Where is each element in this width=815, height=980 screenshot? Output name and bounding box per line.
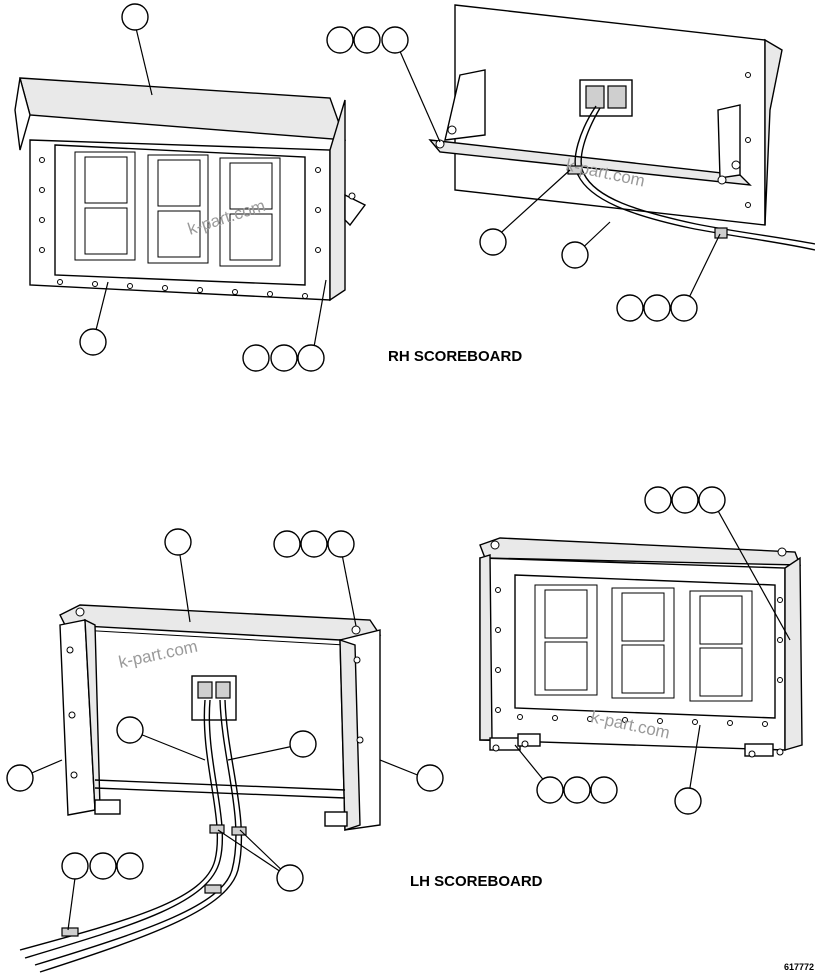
rh-scoreboard-title: RH SCOREBOARD (388, 348, 522, 365)
watermark-3: k-part.com (117, 637, 199, 672)
figure-reference: 617772 (784, 962, 814, 972)
lh-digits (534, 584, 753, 702)
lh-rivets (490, 540, 787, 727)
lh-scoreboard-rear (6, 528, 444, 973)
rh-scoreboard-rear (326, 4, 815, 322)
rh-scoreboard-front (14, 3, 367, 372)
rh-digits (74, 151, 281, 267)
lh-scoreboard-front (479, 486, 803, 815)
lh-scoreboard-title: LH SCOREBOARD (410, 873, 543, 890)
rh-rivets (39, 157, 321, 299)
